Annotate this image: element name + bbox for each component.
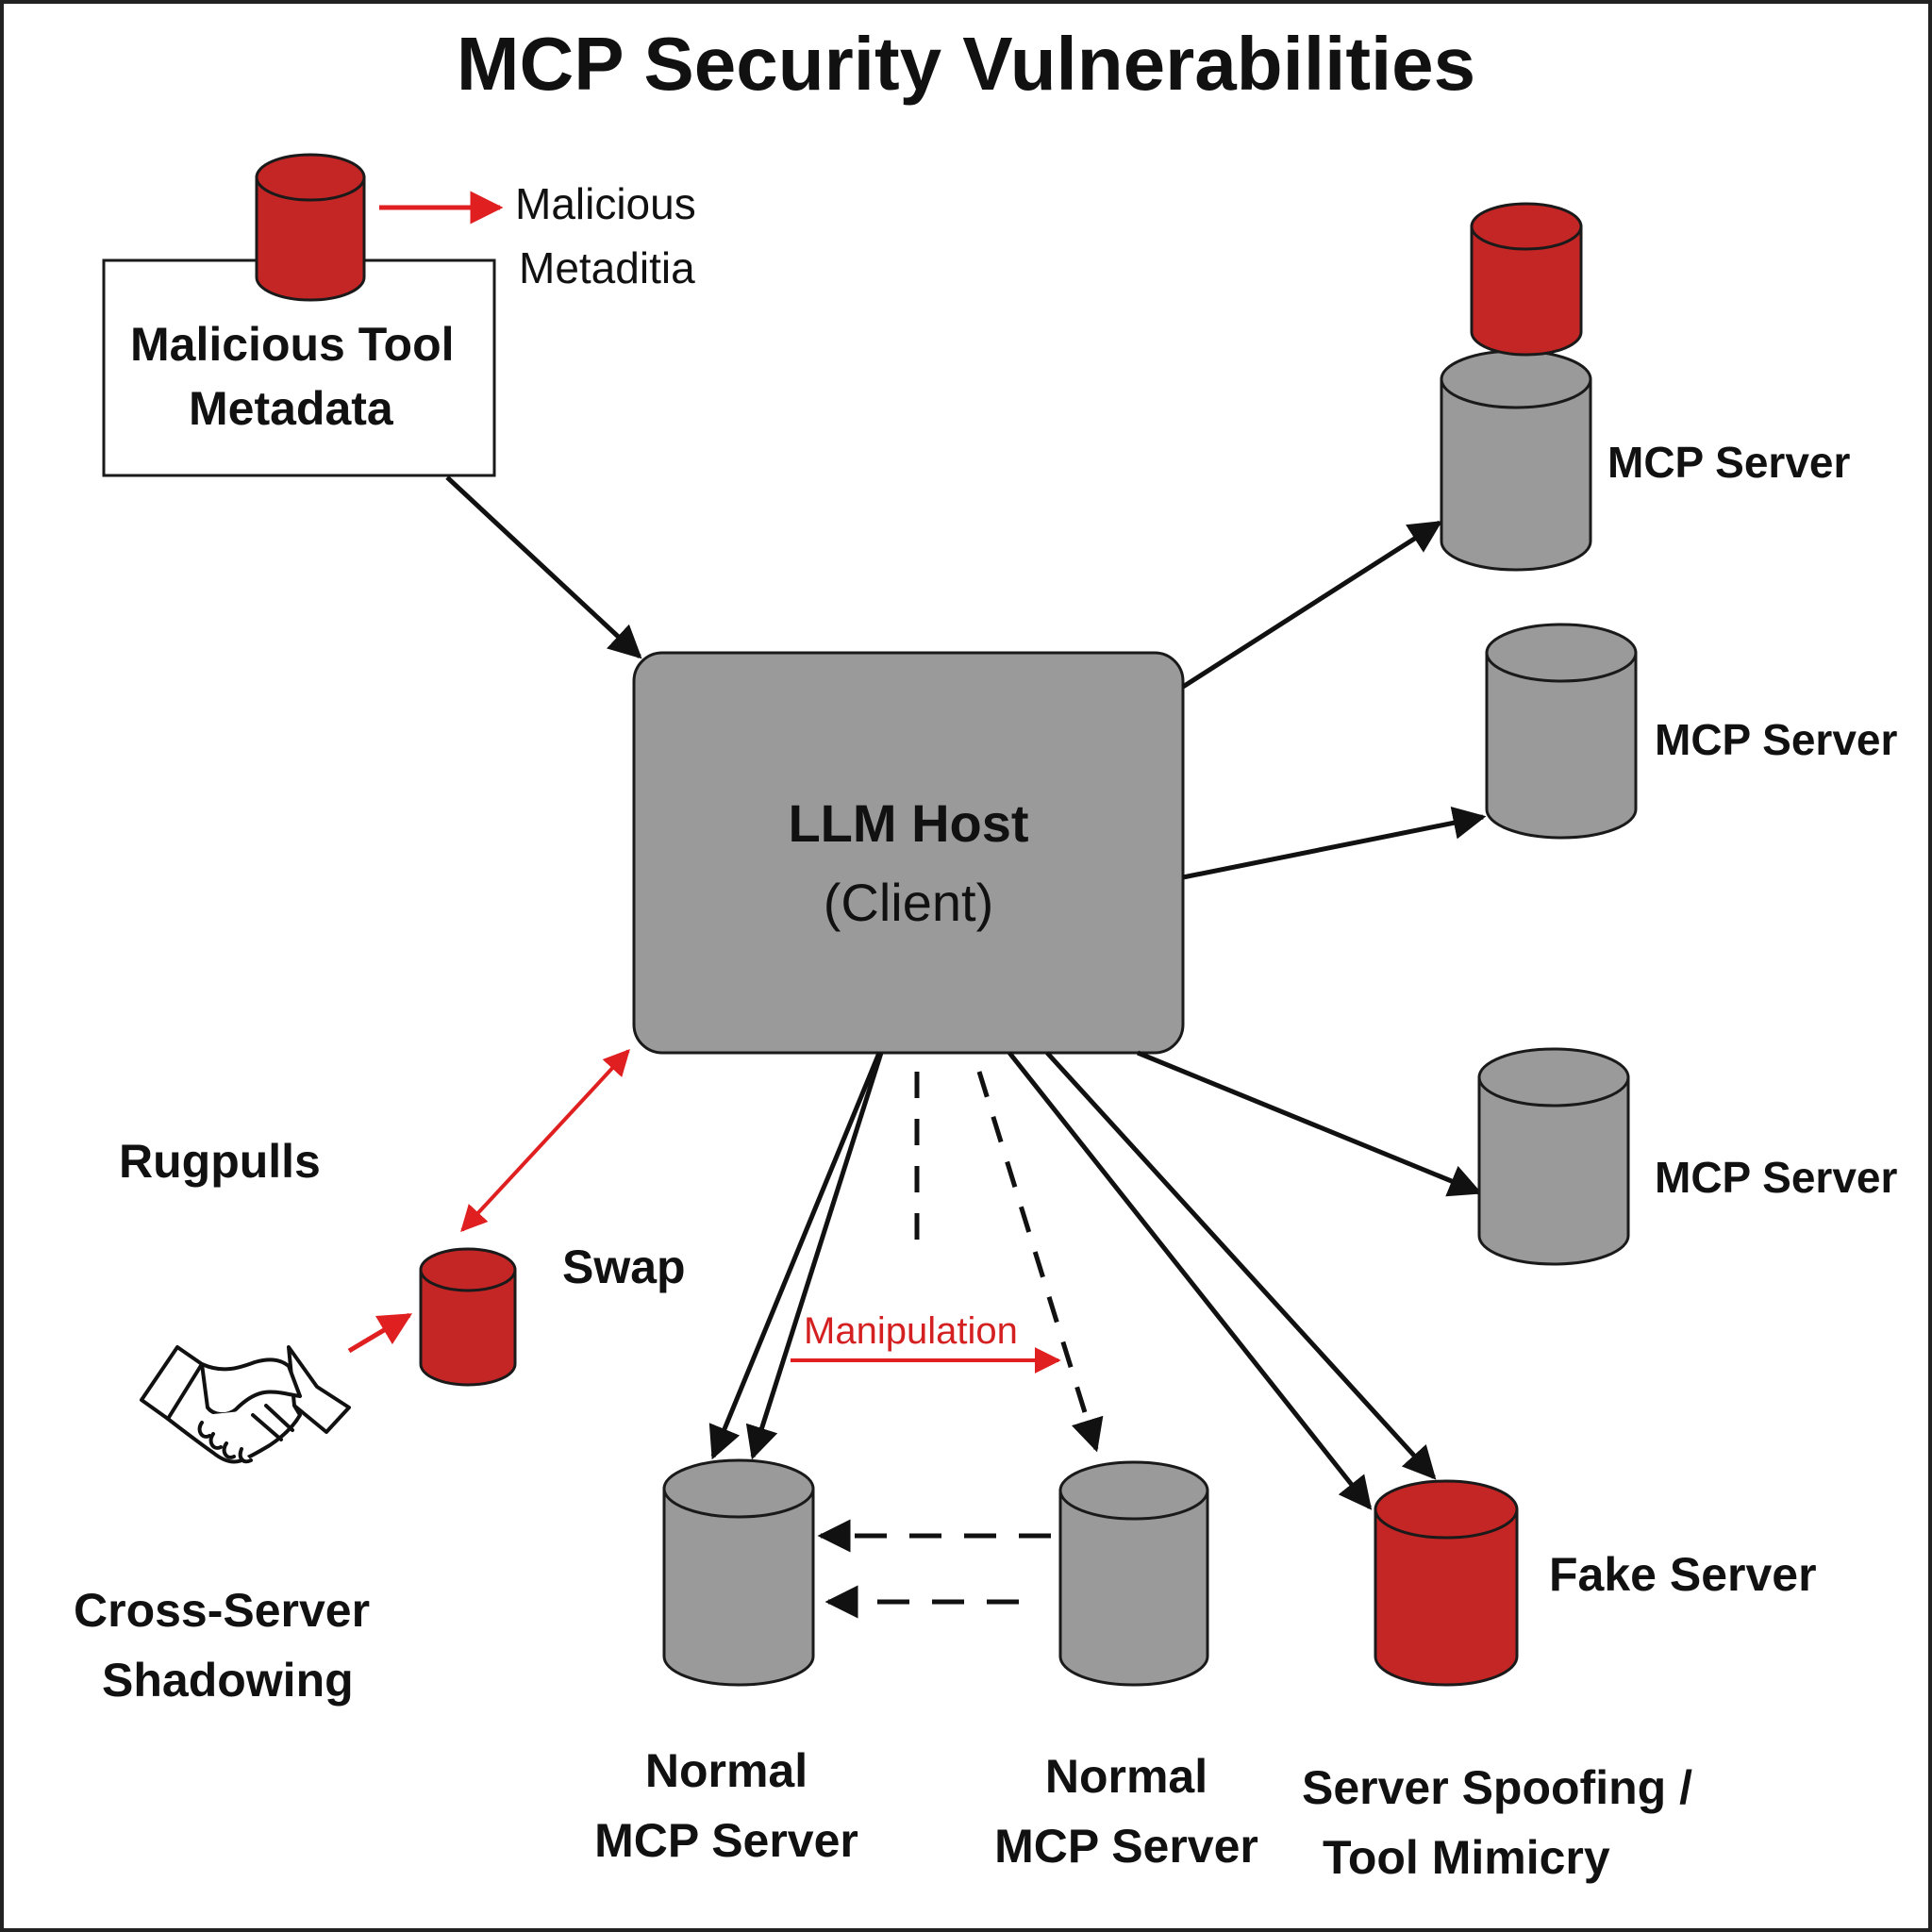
arrow-host-to-normal-a: [708, 1052, 882, 1460]
arrow-host-to-normal-b: [745, 1052, 884, 1460]
arrow-host-to-server-3: [1137, 1050, 1483, 1197]
arrow-host-to-fake-a: [1008, 1051, 1373, 1510]
arrow-host-to-fake-b: [1045, 1051, 1437, 1480]
normal-server-1-label-line1: Normal: [644, 1744, 808, 1797]
arrow-handshake-to-swap: [347, 1312, 413, 1354]
manipulation-label: Manipulation: [804, 1310, 1018, 1352]
normal-server-2-label-line2: MCP Server: [994, 1820, 1258, 1873]
arrow-host-to-server-1: [1181, 520, 1442, 690]
llm-host-label-line1: LLM Host: [788, 793, 1029, 853]
database-icon: [1470, 202, 1583, 357]
llm-host-label-line2: (Client): [823, 873, 994, 932]
normal-server-2-label-line1: Normal: [1044, 1750, 1208, 1803]
page-title: MCP Security Vulnerabilities: [456, 22, 1476, 106]
malicious-meta-label-line1: Malicious: [515, 179, 696, 228]
database-icon: [1058, 1460, 1209, 1687]
database-icon: [1485, 623, 1638, 840]
spoofing-label-line2: Tool Mimicry: [1323, 1831, 1610, 1884]
database-icon: [1440, 349, 1592, 572]
arrow-rugpull-swap: [460, 1048, 630, 1233]
arrow-host-to-server-2: [1182, 807, 1487, 880]
swap-label: Swap: [562, 1241, 686, 1293]
database-icon: [662, 1458, 815, 1687]
arrow-tool-to-host: [445, 475, 642, 659]
llm-host-box: [632, 651, 1185, 1055]
database-icon: [419, 1247, 517, 1387]
malicious-tool-label-line1: Malicious Tool: [130, 318, 455, 371]
fake-server-label: Fake Server: [1549, 1548, 1817, 1601]
database-icon: [1374, 1479, 1519, 1687]
malicious-meta-label-line2: Metaditia: [519, 243, 695, 292]
cross-server-label-line2: Shadowing: [102, 1654, 354, 1707]
spoofing-label-line1: Server Spoofing /: [1302, 1761, 1692, 1814]
normal-server-1-label-line2: MCP Server: [594, 1814, 858, 1867]
cross-server-label-line1: Cross-Server: [74, 1584, 371, 1637]
malicious-tool-label-line2: Metadata: [189, 382, 393, 435]
mcp-server-label-1: MCP Server: [1607, 438, 1851, 487]
rugpulls-label: Rugpulls: [119, 1135, 321, 1188]
mcp-server-label-2: MCP Server: [1655, 715, 1898, 764]
dashed-arrow-to-normal-2: [976, 1071, 1104, 1453]
database-icon: [255, 153, 366, 302]
mcp-server-label-3: MCP Server: [1655, 1153, 1898, 1202]
handshake-icon: [140, 1345, 351, 1464]
database-icon: [1477, 1047, 1630, 1266]
